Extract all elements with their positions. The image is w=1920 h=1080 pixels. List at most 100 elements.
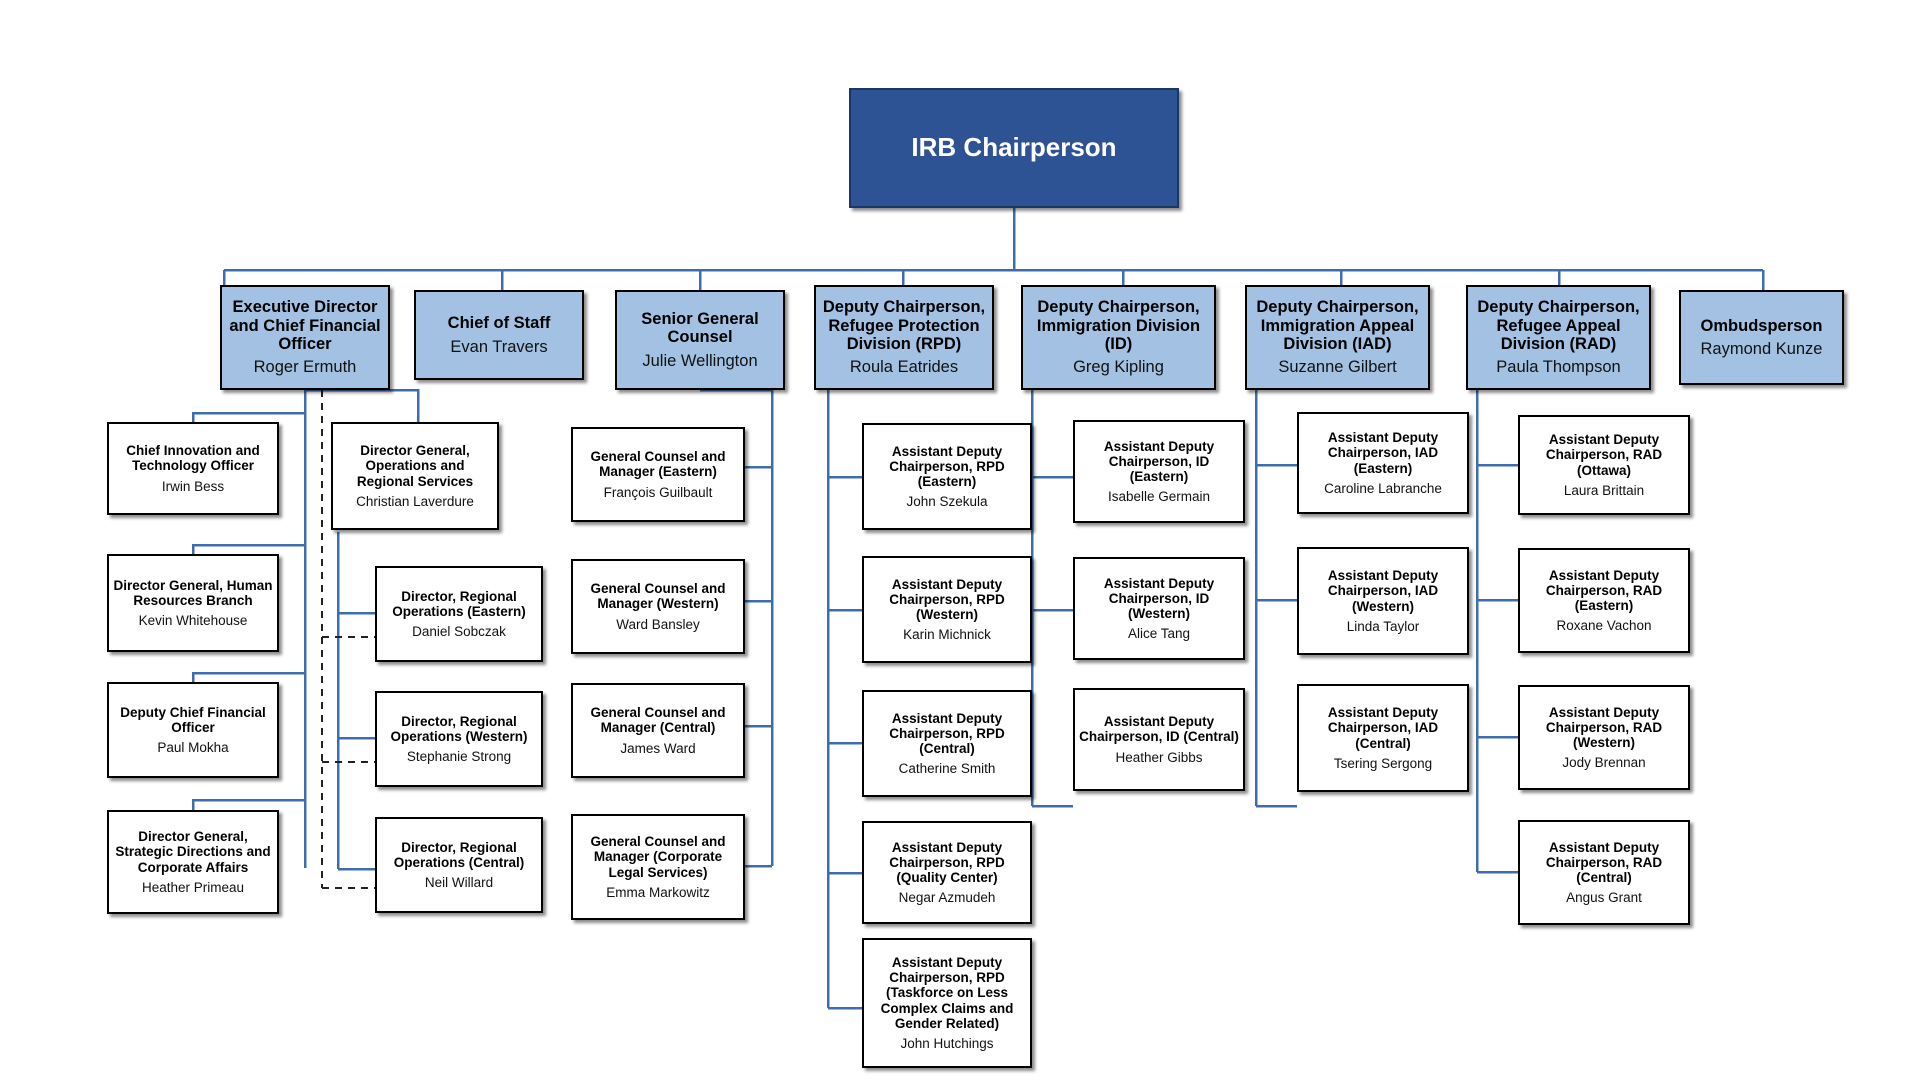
node-title: Assistant Deputy Chairperson, RAD (Ottaw… bbox=[1545, 432, 1663, 478]
node-person: Kevin Whitehouse bbox=[138, 613, 248, 629]
node-title: Director, Regional Operations (Western) bbox=[390, 713, 528, 744]
node-adc-id-western[interactable]: Assistant Deputy Chairperson, ID (Wester… bbox=[1073, 557, 1245, 660]
node-executive-director-cfo[interactable]: Executive Director and Chief Financial O… bbox=[220, 285, 390, 390]
node-title: Assistant Deputy Chairperson, IAD (Weste… bbox=[1327, 568, 1439, 614]
node-adc-rad-central[interactable]: Assistant Deputy Chairperson, RAD (Centr… bbox=[1518, 820, 1690, 925]
node-title: General Counsel and Manager (Eastern) bbox=[590, 449, 726, 480]
node-dg-human-resources-branch[interactable]: Director General, Human Resources Branch… bbox=[107, 554, 279, 652]
node-title: Deputy Chief Financial Officer bbox=[120, 704, 266, 735]
node-title: Deputy Chairperson, Refugee Protection D… bbox=[822, 298, 986, 353]
node-title: Deputy Chairperson, Refugee Appeal Divis… bbox=[1477, 298, 1640, 353]
node-irb-chairperson[interactable]: IRB Chairperson bbox=[849, 88, 1179, 208]
node-title: Assistant Deputy Chairperson, RPD (Quali… bbox=[889, 839, 1005, 885]
node-deputy-chairperson-rpd[interactable]: Deputy Chairperson, Refugee Protection D… bbox=[814, 285, 994, 390]
node-person: Ward Bansley bbox=[616, 616, 700, 632]
node-adc-rpd-quality-center[interactable]: Assistant Deputy Chairperson, RPD (Quali… bbox=[862, 821, 1032, 924]
node-adc-rad-western[interactable]: Assistant Deputy Chairperson, RAD (Weste… bbox=[1518, 685, 1690, 790]
node-adc-iad-eastern[interactable]: Assistant Deputy Chairperson, IAD (Easte… bbox=[1297, 412, 1469, 514]
node-deputy-chairperson-rad[interactable]: Deputy Chairperson, Refugee Appeal Divis… bbox=[1466, 285, 1651, 390]
node-title: Assistant Deputy Chairperson, RAD (Centr… bbox=[1545, 839, 1663, 885]
node-adc-rpd-central[interactable]: Assistant Deputy Chairperson, RPD (Centr… bbox=[862, 690, 1032, 797]
node-title: Director General, Human Resources Branch bbox=[113, 577, 273, 608]
node-adc-id-eastern[interactable]: Assistant Deputy Chairperson, ID (Easter… bbox=[1073, 420, 1245, 523]
node-adc-rpd-taskforce[interactable]: Assistant Deputy Chairperson, RPD (Taskf… bbox=[862, 938, 1032, 1068]
node-person: Greg Kipling bbox=[1073, 358, 1164, 377]
node-person: Tsering Sergong bbox=[1333, 755, 1433, 771]
node-title: Assistant Deputy Chairperson, IAD (Centr… bbox=[1327, 705, 1439, 751]
node-adc-iad-central[interactable]: Assistant Deputy Chairperson, IAD (Centr… bbox=[1297, 684, 1469, 792]
node-title: Executive Director and Chief Financial O… bbox=[229, 298, 381, 353]
node-deputy-chairperson-id[interactable]: Deputy Chairperson, Immigration Division… bbox=[1021, 285, 1216, 390]
node-person: Alice Tang bbox=[1127, 626, 1191, 642]
node-person: Evan Travers bbox=[450, 337, 548, 356]
node-title: General Counsel and Manager (Corporate L… bbox=[590, 834, 726, 880]
node-title: Director General, Strategic Directions a… bbox=[115, 829, 271, 875]
node-person: Laura Brittain bbox=[1563, 482, 1645, 498]
node-adc-rpd-eastern[interactable]: Assistant Deputy Chairperson, RPD (Easte… bbox=[862, 423, 1032, 530]
node-general-counsel-manager-central[interactable]: General Counsel and Manager (Central) Ja… bbox=[571, 683, 745, 778]
node-general-counsel-manager-corporate-legal-services[interactable]: General Counsel and Manager (Corporate L… bbox=[571, 814, 745, 920]
node-director-regional-operations-central[interactable]: Director, Regional Operations (Central) … bbox=[375, 817, 543, 913]
node-deputy-chief-financial-officer[interactable]: Deputy Chief Financial Officer Paul Mokh… bbox=[107, 682, 279, 778]
node-title: Assistant Deputy Chairperson, RPD (Centr… bbox=[889, 710, 1005, 756]
node-title: Assistant Deputy Chairperson, RPD (Easte… bbox=[889, 443, 1005, 489]
node-adc-id-central[interactable]: Assistant Deputy Chairperson, ID (Centra… bbox=[1073, 688, 1245, 791]
node-chief-innovation-technology-officer[interactable]: Chief Innovation and Technology Officer … bbox=[107, 422, 279, 515]
node-director-regional-operations-eastern[interactable]: Director, Regional Operations (Eastern) … bbox=[375, 566, 543, 662]
node-title: Senior General Counsel bbox=[641, 309, 759, 347]
node-person: Raymond Kunze bbox=[1700, 340, 1823, 358]
node-title: Assistant Deputy Chairperson, ID (Easter… bbox=[1103, 438, 1215, 484]
node-title: Director, Regional Operations (Central) bbox=[393, 839, 525, 870]
node-person: Julie Wellington bbox=[642, 351, 758, 370]
node-dg-operations-regional-services[interactable]: Director General, Operations and Regiona… bbox=[331, 422, 499, 530]
node-adc-rad-ottawa[interactable]: Assistant Deputy Chairperson, RAD (Ottaw… bbox=[1518, 415, 1690, 515]
node-person: Negar Azmudeh bbox=[898, 890, 996, 906]
node-person: Roula Eatrides bbox=[849, 358, 959, 377]
node-general-counsel-manager-western[interactable]: General Counsel and Manager (Western) Wa… bbox=[571, 559, 745, 654]
node-person: Linda Taylor bbox=[1346, 618, 1420, 634]
node-chief-of-staff[interactable]: Chief of Staff Evan Travers bbox=[414, 290, 584, 380]
node-title: Assistant Deputy Chairperson, ID (Centra… bbox=[1079, 714, 1239, 745]
node-adc-iad-western[interactable]: Assistant Deputy Chairperson, IAD (Weste… bbox=[1297, 547, 1469, 655]
node-person: Paul Mokha bbox=[157, 740, 229, 756]
node-director-regional-operations-western[interactable]: Director, Regional Operations (Western) … bbox=[375, 691, 543, 787]
node-person: Daniel Sobczak bbox=[412, 624, 506, 640]
node-title: Assistant Deputy Chairperson, RPD (Weste… bbox=[889, 576, 1005, 622]
node-person: Roxane Vachon bbox=[1556, 618, 1652, 634]
node-person: Caroline Labranche bbox=[1324, 480, 1442, 496]
node-person: Catherine Smith bbox=[898, 761, 996, 777]
node-person: Angus Grant bbox=[1566, 890, 1642, 906]
node-person: Irwin Bess bbox=[161, 478, 225, 494]
node-title: Deputy Chairperson, Immigration Division… bbox=[1036, 298, 1201, 353]
node-dg-strategic-directions-corporate-affairs[interactable]: Director General, Strategic Directions a… bbox=[107, 810, 279, 914]
node-person: James Ward bbox=[620, 740, 696, 756]
node-person: Isabelle Germain bbox=[1107, 489, 1211, 505]
node-title: IRB Chairperson bbox=[911, 132, 1117, 163]
node-deputy-chairperson-iad[interactable]: Deputy Chairperson, Immigration Appeal D… bbox=[1245, 285, 1430, 390]
node-title: General Counsel and Manager (Western) bbox=[590, 581, 726, 612]
node-person: Suzanne Gilbert bbox=[1278, 358, 1397, 377]
node-person: Christian Laverdure bbox=[356, 493, 474, 509]
node-person: Heather Primeau bbox=[141, 879, 245, 895]
node-senior-general-counsel[interactable]: Senior General Counsel Julie Wellington bbox=[615, 290, 785, 390]
node-title: Assistant Deputy Chairperson, RAD (Easte… bbox=[1545, 567, 1663, 613]
node-title: Assistant Deputy Chairperson, RPD (Taskf… bbox=[880, 955, 1014, 1031]
node-general-counsel-manager-eastern[interactable]: General Counsel and Manager (Eastern) Fr… bbox=[571, 427, 745, 522]
node-adc-rpd-western[interactable]: Assistant Deputy Chairperson, RPD (Weste… bbox=[862, 556, 1032, 663]
node-title: General Counsel and Manager (Central) bbox=[590, 705, 726, 736]
node-title: Chief Innovation and Technology Officer bbox=[126, 443, 260, 474]
node-person: Karin Michnick bbox=[903, 627, 991, 643]
node-title: Assistant Deputy Chairperson, ID (Wester… bbox=[1103, 575, 1215, 621]
node-title: Director General, Operations and Regiona… bbox=[356, 443, 474, 489]
node-person: John Szekula bbox=[906, 494, 988, 510]
node-ombudsperson[interactable]: Ombudsperson Raymond Kunze bbox=[1679, 290, 1844, 385]
node-person: Jody Brennan bbox=[1562, 755, 1646, 771]
node-person: Roger Ermuth bbox=[253, 358, 357, 377]
node-person: Emma Markowitz bbox=[606, 884, 710, 900]
node-person: Paula Thompson bbox=[1496, 358, 1621, 377]
node-title: Chief of Staff bbox=[447, 314, 551, 333]
node-adc-rad-eastern[interactable]: Assistant Deputy Chairperson, RAD (Easte… bbox=[1518, 548, 1690, 653]
node-person: Stephanie Strong bbox=[406, 749, 512, 765]
node-person: Heather Gibbs bbox=[1115, 749, 1203, 765]
node-title: Director, Regional Operations (Eastern) bbox=[392, 588, 526, 619]
